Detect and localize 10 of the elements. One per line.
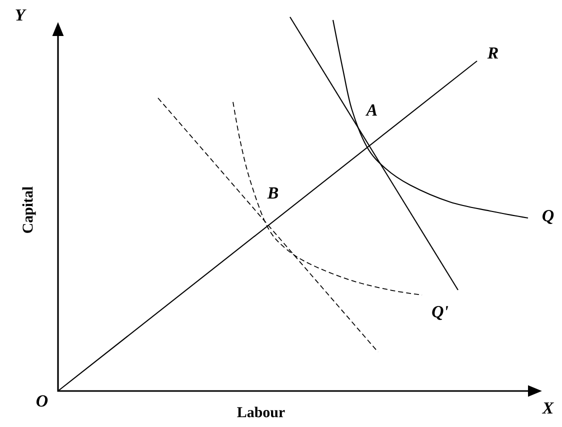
curve-label: Q xyxy=(542,210,554,224)
origin-label: O xyxy=(36,395,48,407)
curve-label: R xyxy=(487,47,498,59)
axis-title: Capital xyxy=(22,186,36,233)
axis-label: X xyxy=(542,402,554,414)
point-label: B xyxy=(267,187,278,199)
axis-label: Y xyxy=(16,9,26,21)
curve-label: Q' xyxy=(432,306,448,320)
axis-title: Labour xyxy=(237,406,285,418)
point-label: A xyxy=(365,104,377,116)
